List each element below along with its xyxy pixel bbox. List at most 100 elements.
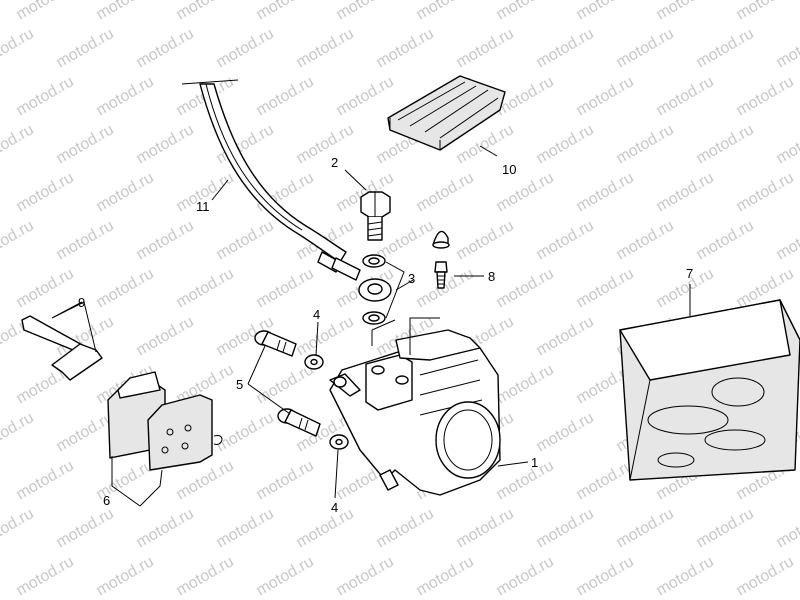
watermark-text: motod.ru [694, 217, 757, 263]
watermark-text: motod.ru [134, 505, 197, 551]
watermark-text: motod.ru [254, 0, 317, 23]
watermark-text: motod.ru [0, 121, 37, 167]
watermark-text: motod.ru [0, 217, 37, 263]
callout-5: 5 [236, 377, 243, 392]
watermark-text: motod.ru [574, 169, 637, 215]
callout-2: 2 [331, 155, 338, 170]
watermark-text: motod.ru [494, 0, 557, 23]
leader-lines [51, 145, 691, 507]
watermark-text: motod.ru [694, 505, 757, 551]
watermark-text: motod.ru [534, 313, 597, 359]
watermark-text: motod.ru [494, 361, 557, 407]
watermark-text: motod.ru [374, 25, 437, 71]
brake-caliper [329, 317, 501, 496]
watermark-text: motod.ru [294, 505, 357, 551]
watermark-text: motod.ru [414, 553, 477, 599]
watermark-text: motod.ru [574, 0, 637, 23]
watermark-text: motod.ru [14, 73, 77, 119]
watermark-text: motod.ru [414, 0, 477, 23]
watermark-text: motod.ru [94, 553, 157, 599]
callout-4-bottom: 4 [331, 500, 338, 515]
watermark-text: motod.ru [574, 265, 637, 311]
watermark-text: motod.ru [254, 73, 317, 119]
callout-9: 9 [78, 295, 85, 310]
watermark-text: motod.ru [14, 457, 77, 503]
caliper-bolts [254, 330, 321, 437]
watermark-text: motod.ru [94, 265, 157, 311]
watermark-text: motod.ru [0, 25, 37, 71]
callout-8: 8 [488, 269, 495, 284]
watermark-text: motod.ru [334, 0, 397, 23]
watermark-text: motod.ru [734, 73, 797, 119]
watermark-text: motod.ru [14, 0, 77, 23]
watermark-text: motod.ru [294, 25, 357, 71]
callout-11: 11 [196, 199, 210, 214]
watermark-text: motod.ru [254, 361, 317, 407]
banjo-bolt [360, 191, 391, 241]
watermark-text: motod.ru [334, 73, 397, 119]
bleed-valve [432, 230, 450, 289]
watermark-text: motod.ru [454, 25, 517, 71]
watermark-text: motod.ru [454, 217, 517, 263]
watermark-text: motod.ru [214, 409, 277, 455]
watermark-text: motod.ru [334, 553, 397, 599]
watermark-text: motod.ru [134, 25, 197, 71]
watermark-text: motod.ru [374, 217, 437, 263]
flat-washers [304, 354, 349, 450]
callout-labels: 1 2 3 4 4 5 6 7 8 9 10 11 [78, 155, 693, 515]
watermark-text: motod.ru [214, 25, 277, 71]
callout-6: 6 [103, 493, 110, 508]
brake-hose [181, 79, 392, 302]
watermark-text: motod.ru [94, 169, 157, 215]
watermark-text: motod.ru [534, 505, 597, 551]
watermark-text: motod.ru [54, 505, 117, 551]
watermark-text: motod.ru [54, 409, 117, 455]
watermark-text: motod.ru [654, 553, 717, 599]
watermark-text: motod.ru [734, 0, 797, 23]
watermark-text: motod.ru [94, 73, 157, 119]
watermark-text: motod.ru [174, 553, 237, 599]
watermark-text: motod.ru [254, 265, 317, 311]
watermark-text: motod.ru [534, 25, 597, 71]
watermark-text: motod.ru [214, 217, 277, 263]
seal-kit-bag [619, 299, 800, 481]
watermark-text: motod.ru [494, 553, 557, 599]
watermark-text: motod.ru [54, 217, 117, 263]
watermark-text: motod.ru [654, 73, 717, 119]
watermark-text: motod.ru [534, 121, 597, 167]
callout-1: 1 [531, 455, 538, 470]
watermark-text: motod.ru [614, 25, 677, 71]
watermark-text: motod.ru [14, 553, 77, 599]
watermark-text: motod.ru [614, 505, 677, 551]
watermark-text: motod.ru [214, 505, 277, 551]
watermark-text: motod.ru [374, 505, 437, 551]
watermark-text: motod.ru [574, 73, 637, 119]
pad-cover [387, 75, 506, 151]
callout-10: 10 [502, 162, 516, 177]
watermark-text: motod.ru [694, 121, 757, 167]
watermark-text: motod.ru [14, 169, 77, 215]
watermark-text: motod.ru [134, 121, 197, 167]
copper-washers [362, 254, 386, 325]
brake-pads [107, 371, 223, 471]
watermark-text: motod.ru [54, 25, 117, 71]
watermark-text: motod.ru [534, 409, 597, 455]
watermark-text: motod.ru [414, 169, 477, 215]
watermark-text: motod.ru [134, 217, 197, 263]
watermark-text: motod.ru [614, 121, 677, 167]
watermark-text: motod.ru [734, 169, 797, 215]
watermark-text: motod.ru [54, 121, 117, 167]
watermark-text: motod.ru [0, 505, 37, 551]
watermark-text: motod.ru [254, 457, 317, 503]
watermark-text: motod.ru [534, 217, 597, 263]
watermark-text: motod.ru [454, 505, 517, 551]
watermark-text: motod.ru [774, 217, 800, 263]
watermark-text: motod.ru [694, 25, 757, 71]
callout-4-top: 4 [313, 307, 320, 322]
watermark-text: motod.ru [774, 25, 800, 71]
watermark-text: motod.ru [574, 457, 637, 503]
pad-pin-and-clip [21, 315, 103, 381]
watermark-text: motod.ru [734, 553, 797, 599]
watermark-text: motod.ru [134, 313, 197, 359]
